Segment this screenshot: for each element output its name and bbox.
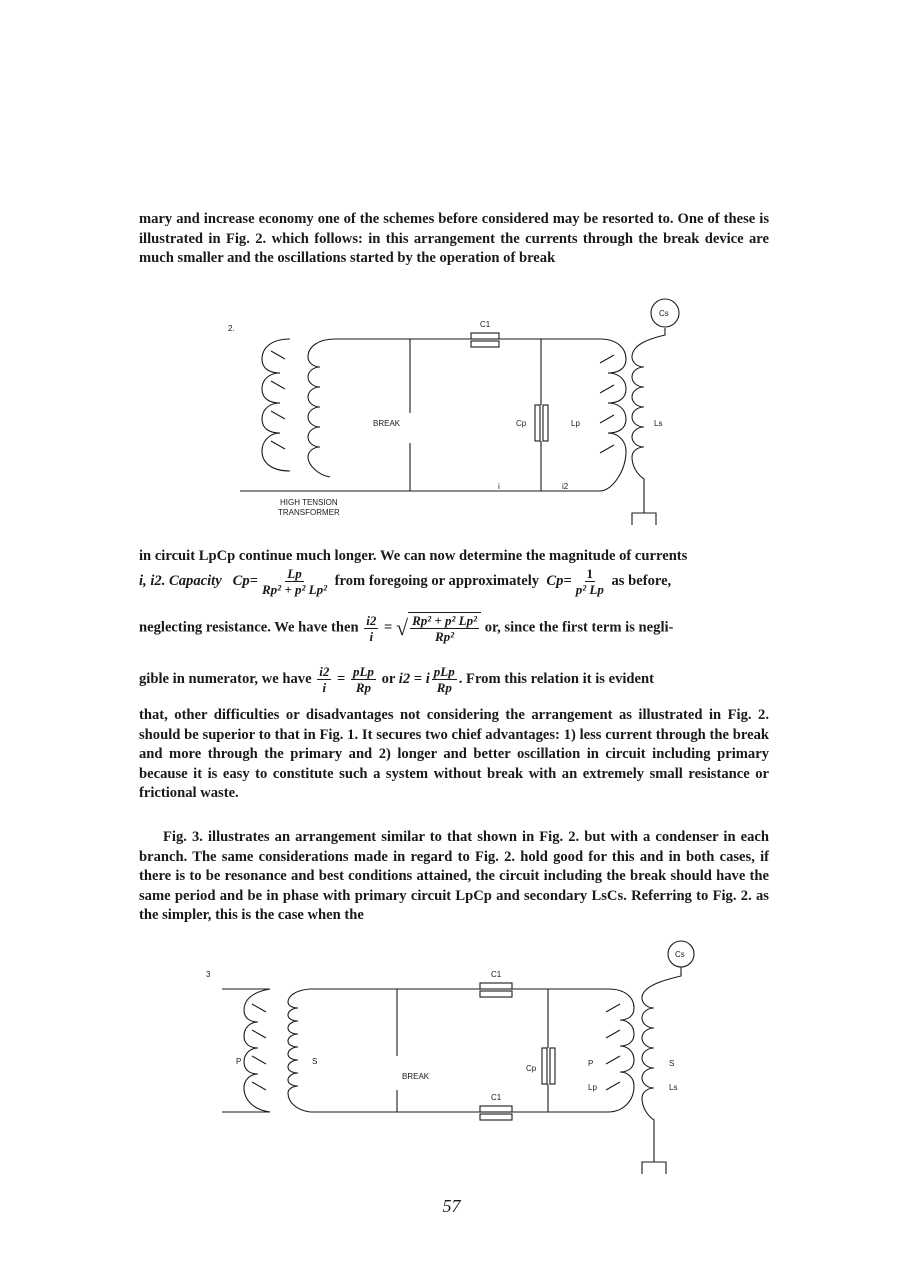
fig3-s-left-label: S — [312, 1057, 317, 1066]
fig2-number: 2. — [228, 324, 235, 333]
fig3-p-left-label: P — [236, 1057, 241, 1066]
fig2-i2-label: i2 — [562, 482, 569, 491]
eq-frac1-num: Lp — [285, 566, 304, 582]
eq-frac4-den: i — [322, 680, 327, 695]
paragraph-intro: mary and increase economy one of the sch… — [139, 211, 769, 267]
paragraph-fig3: Fig. 3. illustrates an arrangement simil… — [139, 829, 769, 924]
fig3-ls-label: Ls — [669, 1083, 677, 1092]
fig3-c1-bottom-label: C1 — [491, 1093, 502, 1102]
fig2-cs-label: Cs — [659, 309, 669, 318]
eq-text-gible: gible in numerator, we have — [139, 670, 312, 687]
eq-frac2-den: p² Lp — [575, 582, 604, 597]
eq-equals: = — [384, 619, 393, 636]
eq-frac4-num: i2 — [317, 664, 332, 680]
fig2-ls-label: Ls — [654, 419, 662, 428]
fig2-transformer-line1: HIGH TENSION — [280, 498, 338, 507]
eq-i2: i2 = i — [398, 670, 430, 687]
fig2-c1-label: C1 — [480, 320, 491, 329]
figure-2-diagram: 2. C1 Cs BREAK Cp Lp Ls i i2 HIGH TENSIO… — [0, 295, 903, 535]
eq-frac3-num: i2 — [364, 612, 379, 629]
fig2-i-label: i — [498, 482, 500, 491]
eq-frac1-den: Rp² + p² Lp² — [262, 582, 327, 597]
fig2-transformer-line2: TRANSFORMER — [278, 508, 340, 517]
fig2-cp-label: Cp — [516, 419, 527, 428]
eq-sqrt-num: Rp² + p² Lp² — [410, 613, 480, 629]
eq-frac5-num: pLp — [350, 664, 376, 680]
eq-or: or — [381, 670, 396, 687]
eq-equals-2: = — [337, 670, 346, 687]
figure-3-diagram: 3 C1 C1 Cs BREAK P S Cp P Lp S Ls — [0, 940, 903, 1180]
paragraph-circuit-line: in circuit LpCp continue much longer. We… — [139, 548, 688, 564]
fig3-cs-label: Cs — [675, 950, 685, 959]
paragraph-advantages: that, other difficulties or disadvantage… — [139, 707, 769, 802]
eq-frac6-num: pLp — [431, 664, 457, 680]
fig2-break-label: BREAK — [373, 419, 401, 428]
eq-frac6-den: Rp — [436, 680, 452, 695]
eq-frac2-num: 1 — [584, 566, 596, 582]
eq-frac3-den: i — [369, 628, 374, 644]
eq-sqrt-den: Rp² — [435, 629, 455, 644]
eq-text-negli: or, since the first term is negli- — [484, 619, 674, 636]
eq-text-foregoing: from foregoing or approximately — [334, 572, 540, 589]
eq-frac5-den: Rp — [355, 680, 372, 695]
eq-text-neglecting: neglecting resistance. We have then — [139, 619, 359, 636]
fig2-lp-label: Lp — [571, 419, 580, 428]
eq-text-capacity: i, i2. Capacity — [139, 572, 222, 589]
fig3-number: 3 — [206, 970, 211, 979]
fig3-p-right-label: P — [588, 1059, 593, 1068]
fig3-lp-label: Lp — [588, 1083, 597, 1092]
fig3-cp-label: Cp — [526, 1064, 537, 1073]
fig3-s-right-label: S — [669, 1059, 674, 1068]
eq-text-evident: . From this relation it is evident — [458, 670, 654, 687]
fig3-c1-top-label: C1 — [491, 970, 502, 979]
fig3-break-label: BREAK — [402, 1072, 430, 1081]
eq-cp: Cp= — [232, 572, 259, 589]
eq-cp2: Cp= — [546, 572, 572, 589]
page-number: 57 — [442, 1196, 461, 1216]
eq-text-as-before: as before, — [611, 572, 672, 589]
